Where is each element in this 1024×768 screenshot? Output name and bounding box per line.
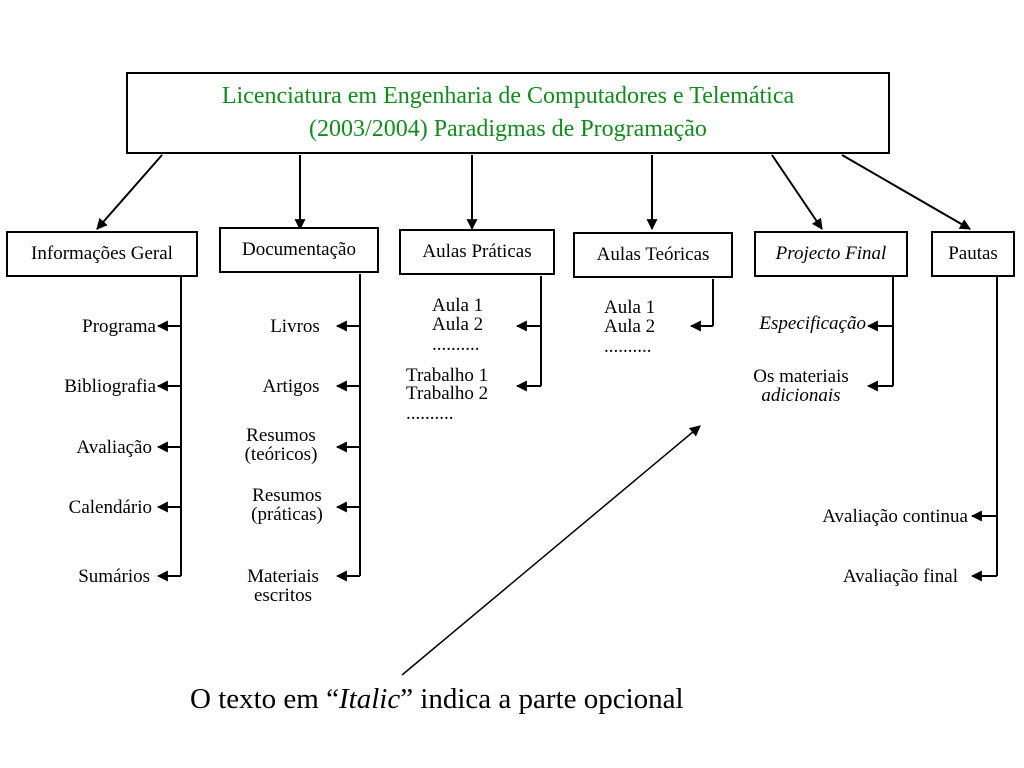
- italic-legend-note: O texto em “Italic” indica a parte opcio…: [190, 683, 684, 715]
- note-pointer-arrow: [401, 425, 701, 676]
- item-avaliacao-continua: Avaliação continua: [822, 506, 968, 527]
- item-materiais-adicionais-line1: Os materiais: [753, 366, 849, 387]
- course-title-box: Licenciatura em Engenharia de Computador…: [126, 72, 890, 154]
- item-trabalho-1: Trabalho 1: [406, 365, 489, 386]
- item-materiais-escritos-line1: Materiais: [247, 566, 319, 587]
- item-calendario: Calendário: [68, 497, 152, 518]
- item-resumos-teoricos-line2: (teóricos): [244, 444, 318, 465]
- node-documentacao: Documentação: [219, 227, 379, 273]
- item-resumos-praticas-line2: (práticas): [251, 504, 323, 525]
- node-projecto-final: Projecto Final: [754, 231, 908, 277]
- item-materiais-adicionais-line2: adicionais: [761, 385, 841, 406]
- item-trabalho-2: Trabalho 2: [406, 383, 489, 404]
- item-trabalhos-ellipsis: ..........: [406, 403, 454, 424]
- node-informacoes-geral: Informações Geral: [6, 231, 198, 277]
- item-especificacao: Especificação: [759, 313, 866, 334]
- item-pratica-aula-1: Aula 1: [432, 295, 484, 316]
- item-resumos-praticas-line1: Resumos: [252, 485, 322, 506]
- course-title-line1: Licenciatura em Engenharia de Computador…: [221, 83, 795, 109]
- item-teorica-aula-1: Aula 1: [604, 297, 656, 318]
- item-materiais-escritos-line2: escritos: [253, 585, 313, 606]
- arrow-to-pautas: [841, 154, 971, 230]
- item-bibliografia: Bibliografia: [64, 376, 156, 397]
- node-pautas: Pautas: [931, 231, 1015, 277]
- arrow-to-informacoes: [96, 154, 163, 230]
- item-teorica-aula-2: Aula 2: [604, 316, 656, 337]
- item-sumarios: Sumários: [78, 566, 150, 587]
- item-resumos-teoricos-line1: Resumos: [246, 425, 316, 446]
- item-programa: Programa: [82, 316, 156, 337]
- item-avaliacao-final: Avaliação final: [842, 566, 958, 587]
- item-avaliacao: Avaliação: [76, 437, 152, 458]
- item-teorica-ellipsis: ..........: [604, 336, 652, 357]
- item-artigos: Artigos: [262, 376, 320, 397]
- node-aulas-teoricas: Aulas Teóricas: [573, 232, 733, 278]
- item-livros: Livros: [270, 316, 320, 337]
- node-aulas-praticas: Aulas Práticas: [399, 229, 555, 275]
- arrow-to-projecto-final: [771, 154, 823, 230]
- course-title-line2: (2003/2004) Paradigmas de Programação: [309, 116, 707, 142]
- item-pratica-aula-2: Aula 2: [432, 314, 484, 335]
- item-pratica-aulas-ellipsis: ..........: [432, 334, 480, 355]
- italic-word: Italic: [338, 683, 401, 715]
